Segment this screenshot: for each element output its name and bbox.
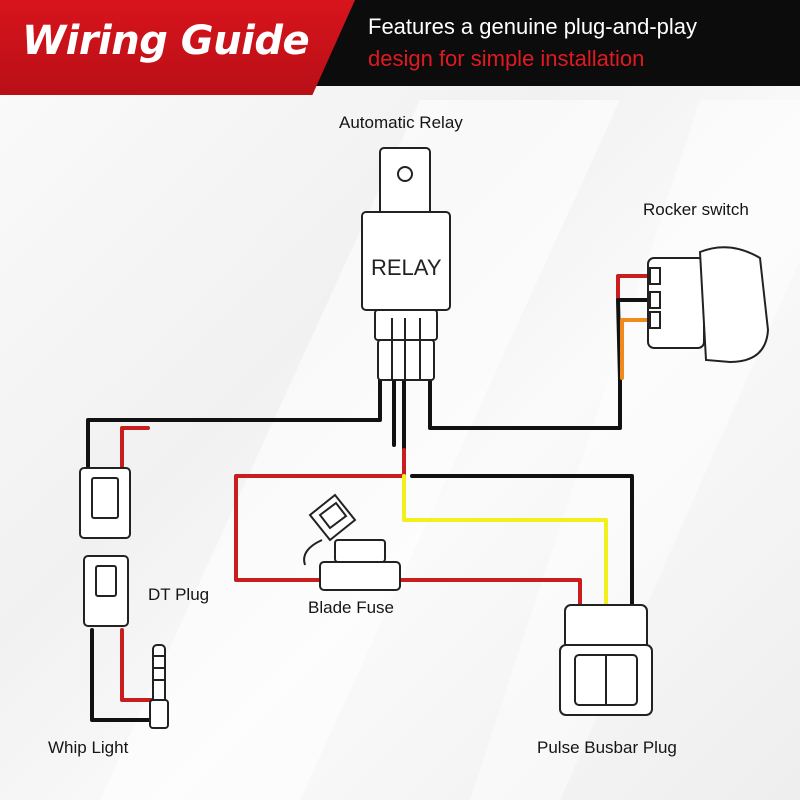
dt-plug-label: DT Plug xyxy=(148,585,210,604)
busbar-plug-label: Pulse Busbar Plug xyxy=(537,738,677,757)
wire-relay-to-rocker-switch xyxy=(428,274,652,430)
relay-label: Automatic Relay xyxy=(339,113,463,132)
blade-fuse-component xyxy=(303,493,401,591)
rocker-switch-label: Rocker switch xyxy=(643,200,749,219)
blade-fuse-label: Blade Fuse xyxy=(308,598,394,617)
relay-body-text: RELAY xyxy=(371,255,442,280)
relay-component xyxy=(361,147,451,381)
header-banner: Wiring Guide Features a genuine plug-and… xyxy=(0,0,800,95)
header-red-band xyxy=(0,0,355,95)
whip-light-component xyxy=(149,644,169,729)
wire-relay-to-dt-plug xyxy=(86,378,382,477)
header-tagline-line1: Features a genuine plug-and-play xyxy=(368,14,698,39)
dt-plug-component xyxy=(79,467,131,627)
wire-dt-plug-to-whip-light xyxy=(90,628,154,722)
wire-relay-to-fuse-and-busbar xyxy=(234,378,634,614)
header-tagline-line2: design for simple installation xyxy=(368,46,645,71)
whip-light-label: Whip Light xyxy=(48,738,129,757)
page-title: Wiring Guide xyxy=(22,18,310,64)
rocker-switch-component xyxy=(647,246,770,364)
busbar-plug-component xyxy=(559,604,653,716)
